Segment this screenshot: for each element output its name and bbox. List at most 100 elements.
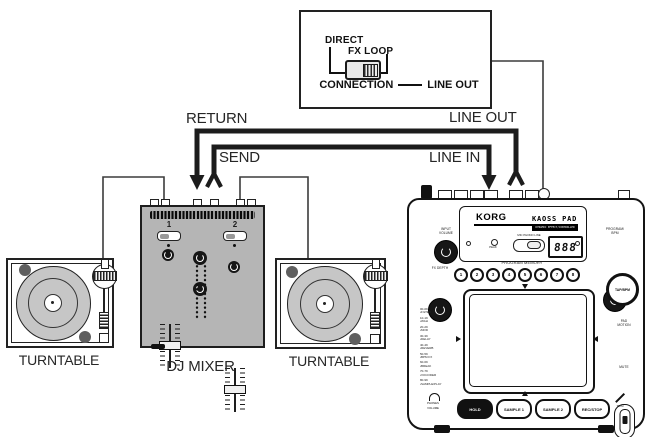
inset-box: DIRECT FX LOOP CONNECTION LINE OUT [299,10,492,109]
kaoss-foot-right [598,425,614,433]
program-list-row: 70-79•VOCODER [420,369,437,377]
hold-button: HOLD [457,399,493,419]
caption-dash [398,83,423,87]
turntable-right-wire-connector [372,259,380,269]
turntable-left-foot-b [79,331,91,343]
input-volume-knob [434,240,458,264]
sample1-button: SAMPLE 1 [496,399,532,419]
send-arrow-up-icon [205,168,223,188]
turntable-left-wire [102,176,165,259]
program-list: 00-09•FILTER 10-19•WAH 20-29•MOD 30-39•D… [420,307,452,388]
dj-mixer: 1 2 [140,205,265,412]
program-memory-label: PROGRAM MEMORY [501,260,543,265]
phones-label: PHONES [427,401,439,405]
turntable-right-tonearm [374,288,376,312]
pad-motion-label: PAD MOTION [617,319,631,327]
transport-buttons: HOLD SAMPLE 1 SAMPLE 2 REC/STOP [457,399,610,419]
touch-pad [469,294,587,387]
inset-leader-line [490,60,544,189]
mixer-ch2-gain-knob [228,261,240,273]
inset-lineout-label: LINE OUT [427,79,479,91]
tap-bpm-label: TAP/BPM [614,287,630,292]
direct-bracket [329,47,345,74]
headphones-icon [429,393,440,401]
memory-button-3: 3 [486,268,500,282]
mixer-ch2-fader-handle [224,385,246,394]
pad-marker-left-icon [456,336,461,342]
turntable-left-cartridge [99,312,109,329]
mixer-ch1-switch-knob [160,233,169,239]
linein-label: LINE IN [429,149,481,166]
program-memory-buttons: 1 2 3 4 5 6 7 8 [454,268,590,282]
fxloop-bracket [377,54,388,74]
turntable-right-groove [300,279,350,329]
mixer-ch2-label: 2 [232,220,238,229]
turntable-left-wire-connector [101,259,109,269]
memory-button-7: 7 [550,268,564,282]
memory-button-4: 4 [502,268,516,282]
input-switch-labels: MIC PHONO LINE [517,233,541,237]
mixer-ch1-label: 1 [166,220,172,229]
connection-switch-knob [362,63,378,77]
volume-label: VOLUME [427,406,439,410]
program-list-row: 40-49•REVERB [420,342,434,351]
tap-bpm-button: TAP/BPM [606,273,639,306]
turntable-right-spindle [323,302,326,305]
program-list-row: 20-29•MOD [420,324,429,333]
turntable-right-label: TURNTABLE [288,353,370,369]
mixer-foot [151,344,165,349]
turntable-right [275,258,388,349]
mixer-ch2-switch-knob [226,233,235,239]
turntable-right-counterweight [364,271,388,281]
fx-depth-knob [428,298,452,322]
turntable-left-counterweight [93,271,117,281]
mixer-vent [150,211,255,219]
mixer-ch2-led [233,244,236,247]
mixer-ch1-gain-knob [162,249,174,261]
program-bpm-label: PROGRAM/ BPM [605,227,625,235]
return-label: RETURN [186,110,248,127]
direct-label: DIRECT [325,35,364,46]
cable-lineout-return [194,128,519,176]
input-select-knob [527,241,541,249]
turntable-right-foot-b [349,333,361,345]
mixer-ch2-fader [224,368,246,412]
turntable-left-foot-a [19,264,31,276]
mixer-ch2-input-switch [223,231,247,241]
pad-marker-top-icon [522,284,528,289]
kaoss-pad-device: KORG KAOSS PAD DYNAMIC EFFECT/CONTROLLER… [407,198,645,437]
program-list-row: 10-19•WAH [420,315,428,324]
input-volume-label: INPUT VOLUME [438,227,454,235]
pad-motion-switch [614,404,635,437]
mute-label: MUTE [619,365,629,369]
fx-loop-label: FX LOOP [348,46,394,57]
turntable-right-button [370,334,380,344]
model-name: KAOSS PAD [532,215,578,223]
program-list-row: 00-09•FILTER [420,307,432,315]
kaoss-rear-knob [421,185,432,199]
program-list-row: 50-59•BPM FX [420,351,433,359]
korg-logo: KORG [476,212,507,223]
turntable-right-cartridge [370,312,380,329]
program-list-row: 80-99•SAMPLE/PLAY [420,378,442,386]
turntable-left-button [99,333,109,343]
mixer-master-knob-a [193,251,207,265]
memory-button-1: 1 [454,268,468,282]
memory-button-2: 2 [470,268,484,282]
return-arrow-down-icon [189,175,205,190]
turntable-left-spindle [51,301,54,304]
peak-led [491,239,498,246]
memory-button-8: 8 [566,268,580,282]
lineout-arrow-up-icon [507,166,525,186]
pad-marker-right-icon [593,336,598,342]
mixer-ch1-led [167,244,170,247]
panel-screw-right [575,241,580,246]
connection-switch [345,60,381,80]
kaoss-foot-left [434,425,450,433]
turntable-right-foot-a [286,266,298,278]
inset-caption: CONNECTION LINE OUT [314,79,484,91]
turntable-left-inner-frame [11,263,109,343]
turntable-right-inner-frame [280,263,381,344]
